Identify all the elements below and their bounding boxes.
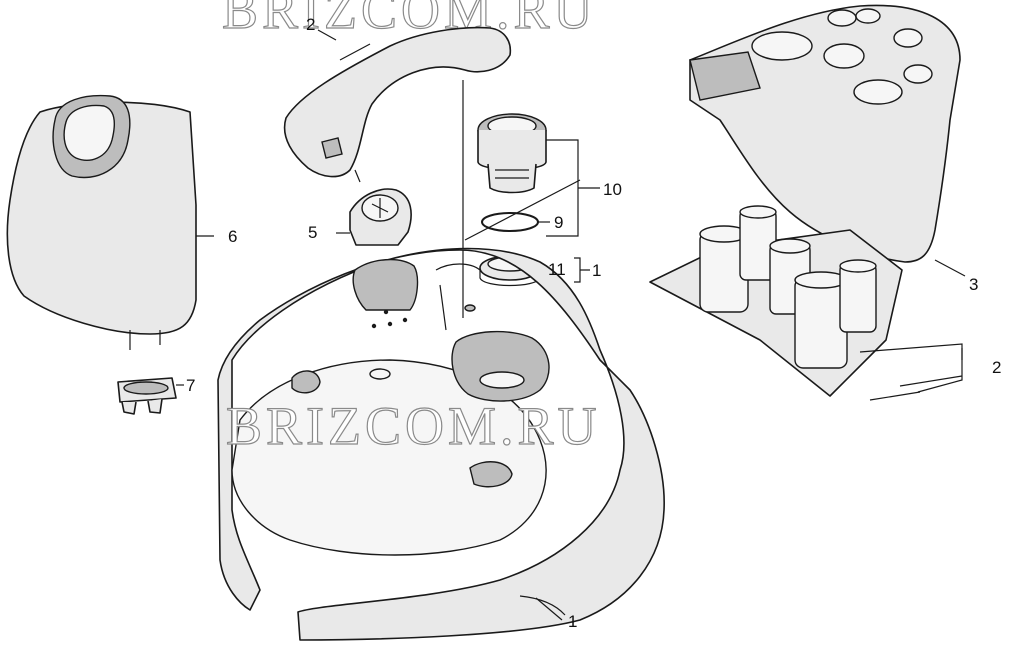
callout-3: 3 — [969, 275, 978, 294]
callout-9: 9 — [554, 213, 563, 232]
part-filter-insert — [117, 377, 184, 415]
callout-2-handle: 2 — [306, 15, 315, 34]
part-o-ring — [481, 212, 539, 232]
callout-5: 5 — [308, 223, 317, 242]
watermark-top: BRIZCOM.RU — [222, 0, 597, 40]
callout-6: 6 — [228, 227, 237, 246]
callout-11: 11 — [548, 260, 566, 279]
part-rear-cover — [6, 94, 214, 350]
part-tool-tray — [689, 4, 966, 277]
part-accessory-caddy — [649, 205, 963, 401]
callout-7: 7 — [186, 376, 195, 395]
assembly-axis — [464, 179, 581, 241]
leader-2-handle — [317, 29, 337, 41]
callout-1-ring: 1 — [592, 261, 601, 280]
part-knob-cover — [336, 188, 412, 246]
part-valve-cap — [477, 113, 547, 194]
leader-10 — [546, 139, 600, 237]
callout-1-base: 1 — [568, 612, 577, 631]
part-main-housing — [217, 247, 665, 641]
leader-1-base — [535, 597, 563, 621]
callout-2-caddy: 2 — [992, 358, 1001, 377]
watermark-middle: BRIZCOM.RU — [226, 396, 601, 456]
callout-10: 10 — [603, 180, 622, 199]
part-handle — [283, 26, 512, 183]
